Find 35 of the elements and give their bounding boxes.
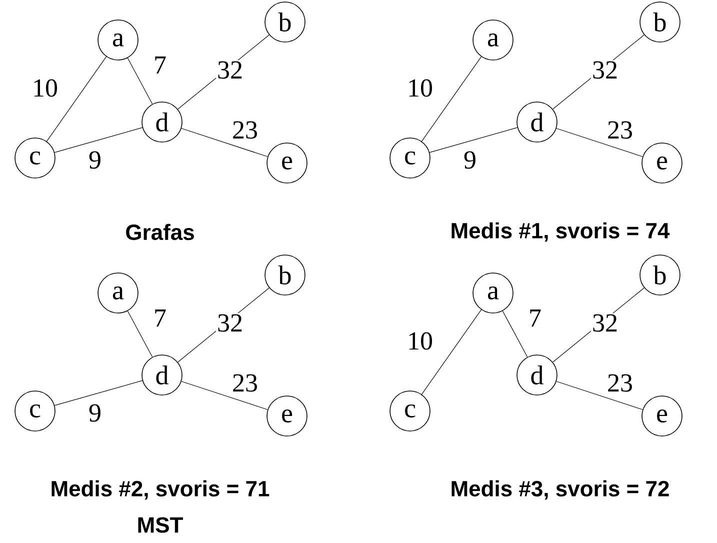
caption: Grafas [126, 224, 194, 240]
edge-line [54, 127, 143, 153]
edge-line [54, 380, 143, 406]
edge-weight: 32 [216, 313, 244, 333]
edge-weight: 9 [462, 150, 478, 170]
edge-weight: 23 [231, 373, 259, 393]
edge-weight: 32 [591, 313, 619, 333]
edge-weight: 7 [528, 308, 542, 328]
edge-line [429, 127, 518, 153]
edge-line [421, 56, 482, 142]
edge-weight: 32 [591, 60, 619, 80]
edge-line [556, 381, 643, 410]
edge-line [181, 128, 268, 157]
edge-weight: 32 [216, 60, 244, 80]
caption: Medis #1, svoris = 74 [452, 222, 670, 242]
edge-weight: 9 [88, 150, 102, 170]
edge-weight: 10 [406, 78, 434, 98]
edge-weight: 23 [231, 120, 259, 140]
edge-weight: 10 [406, 331, 434, 351]
edge-weight: 7 [152, 308, 168, 328]
edge-weight: 23 [606, 373, 634, 393]
edge-line [502, 310, 528, 358]
edge-line [127, 58, 153, 104]
edge-line [421, 309, 482, 395]
caption: MST [138, 517, 183, 533]
edge-line [46, 56, 107, 142]
edge-line [181, 381, 268, 410]
edge-weight: 10 [31, 78, 59, 98]
edge-weight: 7 [152, 55, 168, 74]
edge-line [556, 128, 643, 157]
edge-weight: 23 [606, 120, 634, 140]
edge-weight: 9 [88, 403, 102, 423]
edge-line [127, 310, 153, 358]
caption: Medis #2, svoris = 71 [52, 480, 270, 500]
caption: Medis #3, svoris = 72 [452, 480, 669, 500]
